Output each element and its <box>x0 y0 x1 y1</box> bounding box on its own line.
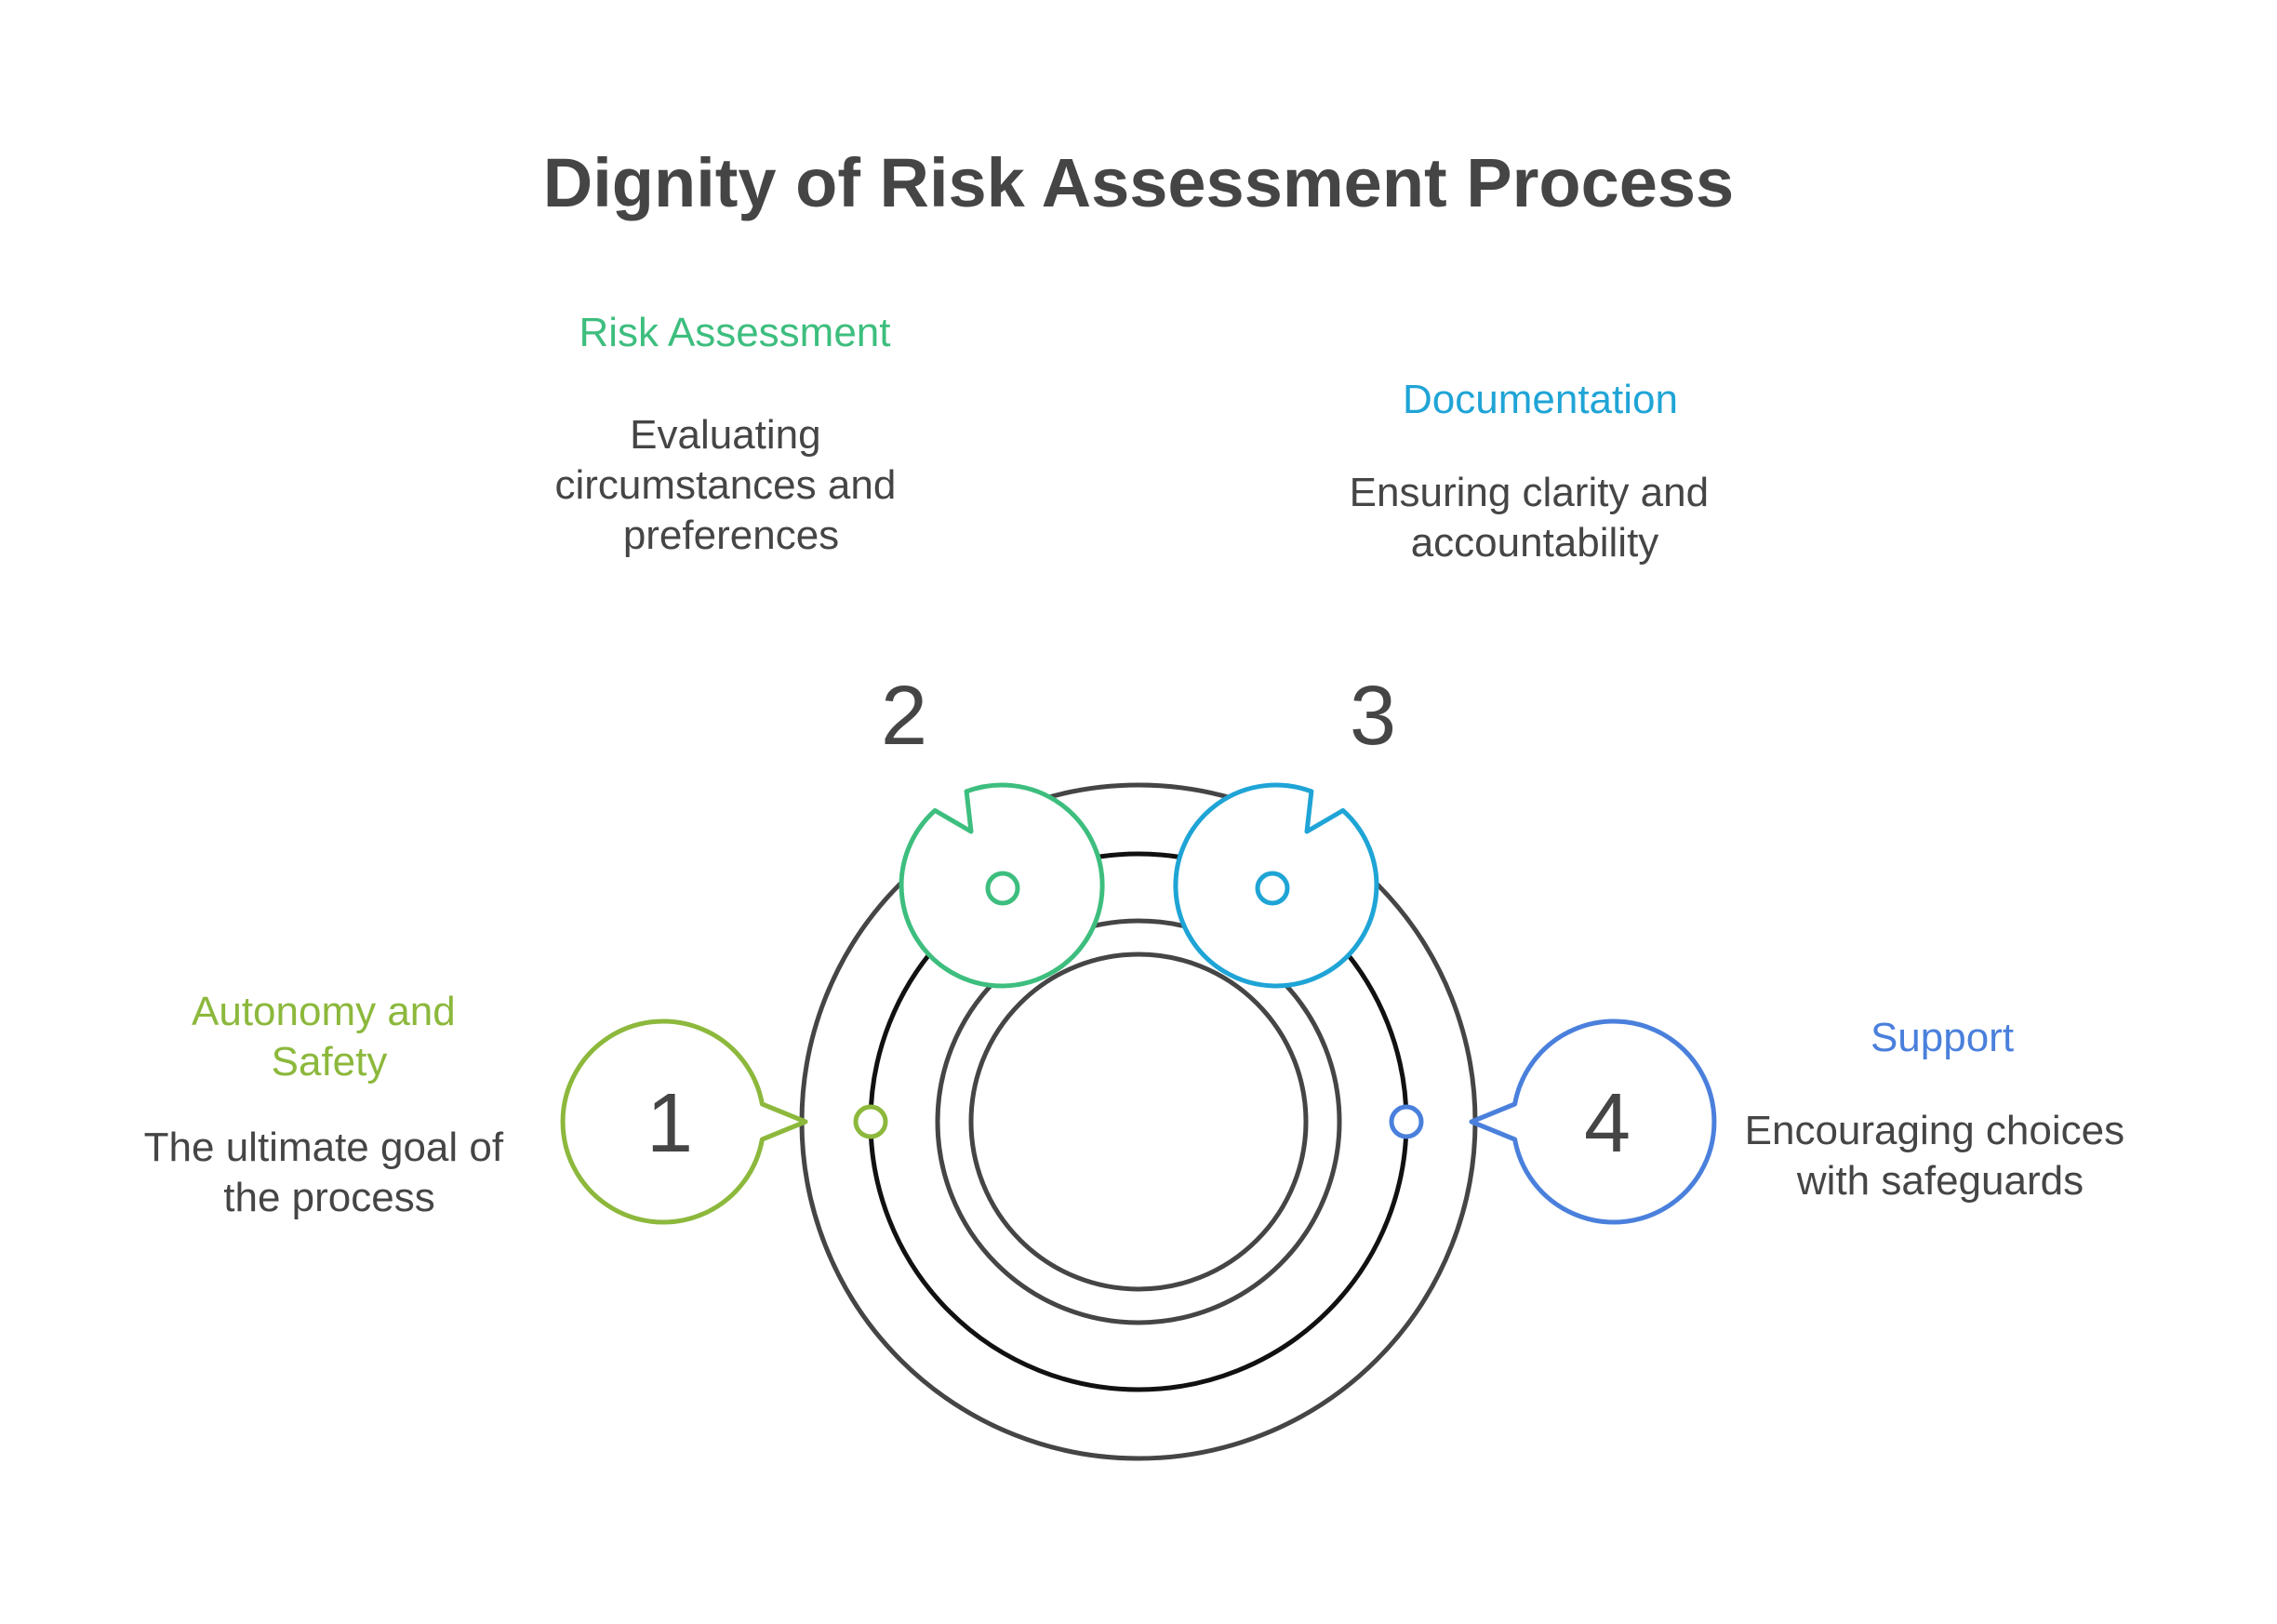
diagram-title: Dignity of Risk Assessment Process <box>543 144 1734 221</box>
step-4-desc-line-1: Encouraging choices <box>1745 1108 2124 1153</box>
step-2-desc-line-2: circumstances and <box>554 462 896 508</box>
step-2-label: Risk Assessment Evaluating circumstances… <box>554 310 907 558</box>
step-3-desc-line-2: accountability <box>1411 520 1659 566</box>
step-2-desc-line-1: Evaluating <box>630 412 820 458</box>
inner-ring-outer <box>935 918 1342 1325</box>
step-4-title: Support <box>1871 1015 2014 1060</box>
step-2-dot <box>985 871 1020 906</box>
step-1-dot <box>853 1104 888 1139</box>
step-1-title: Autonomy and Safety <box>192 989 467 1085</box>
step-1-description: The ultimate goal of the process <box>144 1125 515 1220</box>
step-4-label: Support Encouraging choices with safegua… <box>1745 1015 2137 1204</box>
step-1-title-line-2: Safety <box>272 1039 388 1085</box>
step-3-dot <box>1255 871 1290 906</box>
step-4-title-line-1: Support <box>1871 1015 2014 1060</box>
step-1-title-line-1: Autonomy and <box>192 989 456 1034</box>
step-4-marker: 4 <box>1389 1018 1717 1225</box>
step-4-description: Encouraging choices with safeguards <box>1745 1108 2137 1204</box>
step-4-desc-line-2: with safeguards <box>1796 1158 2084 1204</box>
step-1-label: Autonomy and Safety The ultimate goal of… <box>144 989 515 1220</box>
step-4-number: 4 <box>1584 1077 1631 1170</box>
step-3-label: Documentation Ensuring clarity and accou… <box>1350 377 1721 566</box>
step-3-description: Ensuring clarity and accountability <box>1350 470 1721 566</box>
step-2-desc-line-3: preferences <box>623 512 839 558</box>
step-4-bubble <box>1469 1018 1717 1225</box>
step-3-desc-line-1: Ensuring clarity and <box>1350 470 1709 515</box>
step-2-number: 2 <box>881 670 927 763</box>
inner-ring-inner <box>968 952 1309 1292</box>
step-1-number: 1 <box>646 1077 693 1170</box>
step-2-title-line-1: Risk Assessment <box>579 310 891 355</box>
step-1-desc-line-2: the process <box>223 1175 434 1220</box>
step-1-bubble <box>560 1018 808 1225</box>
step-1-marker: 1 <box>560 1018 888 1225</box>
step-3-title: Documentation <box>1403 377 1678 422</box>
step-3-number: 3 <box>1350 670 1396 763</box>
step-2-description: Evaluating circumstances and preferences <box>554 412 907 558</box>
step-1-desc-line-1: The ultimate goal of <box>144 1125 504 1170</box>
step-3-title-line-1: Documentation <box>1403 377 1678 422</box>
step-3-marker: 3 <box>1173 670 1396 989</box>
step-2-title: Risk Assessment <box>579 310 891 355</box>
step-4-dot <box>1389 1104 1424 1139</box>
step-2-marker: 2 <box>881 670 1105 989</box>
